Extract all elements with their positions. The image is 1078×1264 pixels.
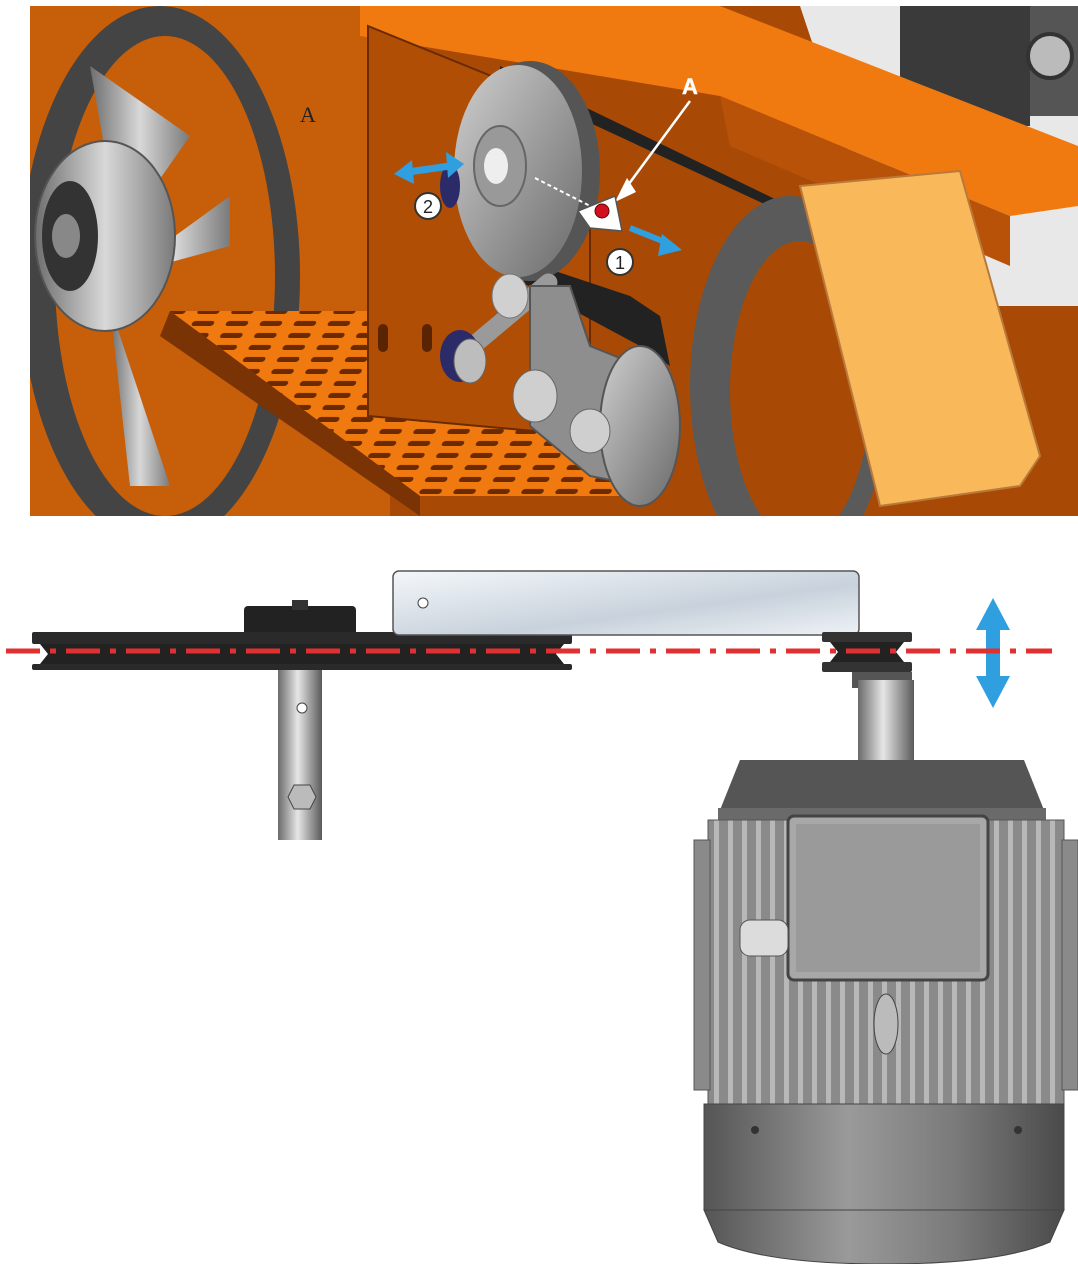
alignment-diagram: [6, 570, 1078, 1264]
tension-pulley: [454, 61, 600, 281]
top-beam: [360, 6, 1078, 216]
motor-pulley-side: [822, 632, 912, 688]
left-shaft: [278, 660, 322, 840]
lock-pin-icon: [594, 203, 610, 219]
step-2-label: 2: [423, 197, 433, 217]
belt-guard: [798, 169, 1042, 508]
marker-letter: A: [682, 74, 698, 99]
mounting-plate-side: [392, 570, 860, 636]
number-circle-icon: 2 1: [414, 192, 634, 276]
electric-motor: [693, 760, 1078, 1264]
step-1-label: 1: [615, 253, 625, 273]
marker-arrow-icon: [615, 178, 636, 202]
motor-shaft: [858, 680, 914, 762]
machine-3d-view: A A: [30, 6, 1078, 516]
direction-arrow-icon: [628, 225, 682, 256]
panel-letter-label: A: [300, 102, 316, 127]
double-arrow-icon: [394, 152, 464, 184]
vertical-double-arrow-icon: [976, 598, 1010, 708]
large-wheel: [30, 6, 300, 516]
